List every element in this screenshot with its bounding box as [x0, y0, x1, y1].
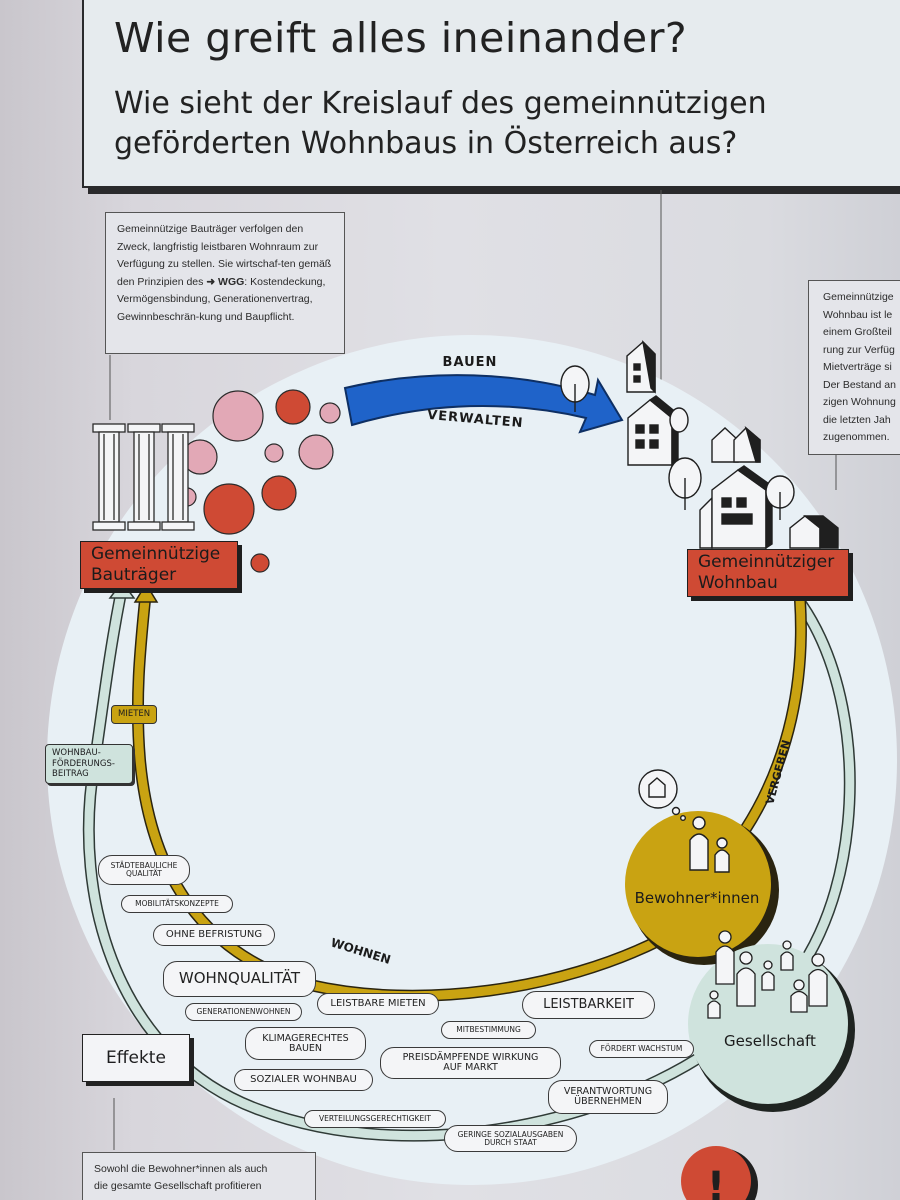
- effect-pill: FÖRDERT WACHSTUM: [589, 1040, 694, 1058]
- effect-pill: GENERATIONENWOHNEN: [185, 1003, 302, 1021]
- effect-pill: VERANTWORTUNG ÜBERNEHMEN: [548, 1080, 668, 1114]
- warning-symbol: !: [707, 1164, 725, 1200]
- info-text: Gemeinnützige Bauträger verfolgen den Zw…: [117, 223, 332, 288]
- arrowhead-gold: [133, 582, 159, 603]
- gesellschaft-label: Gesellschaft: [724, 1032, 816, 1050]
- info-line: rung zur Verfüg: [823, 343, 895, 356]
- info-line: Mietverträge si: [823, 361, 892, 373]
- info-line: Wohnbau ist le: [823, 308, 893, 321]
- info-box-wohnbau: Gemeinnützige Wohnbau ist le einem Großt…: [808, 280, 900, 455]
- tag-mieten: MIETEN: [111, 705, 158, 724]
- tag-foerderung: WOHNBAU- FÖRDERUNGS- BEITRAG: [45, 744, 133, 784]
- node-bautraeger: Gemeinnützige Bauträger: [80, 541, 238, 589]
- effect-pill: MOBILITÄTSKONZEPTE: [121, 895, 233, 913]
- tree-icon: [560, 365, 795, 520]
- title-panel: Wie greift alles ineinander? Wie sieht d…: [82, 0, 900, 188]
- info-line: zugenommen.: [823, 431, 890, 443]
- bottom-line-1: Sowohl die Bewohner*innen als auch: [94, 1163, 268, 1175]
- info-box-bautraeger: Gemeinnützige Bauträger verfolgen den Zw…: [105, 212, 345, 354]
- page-title: Wie greift alles ineinander?: [114, 14, 688, 62]
- info-box-bottom: Sowohl die Bewohner*innen als auch die g…: [82, 1152, 316, 1200]
- effect-pill: GERINGE SOZIALAUSGABEN DURCH STAAT: [444, 1125, 577, 1152]
- effect-pill: LEISTBARKEIT: [522, 991, 655, 1019]
- effect-pill: MITBESTIMMUNG: [441, 1021, 536, 1039]
- thought-bubble-icon: [638, 769, 687, 822]
- effect-pill: KLIMAGERECHTES BAUEN: [245, 1027, 366, 1060]
- effect-pill: STÄDTEBAULICHE QUALITÄT: [98, 855, 190, 885]
- bottom-line-2: die gesamte Gesellschaft profitieren: [94, 1180, 262, 1192]
- effect-pill: WOHNQUALITÄT: [163, 961, 316, 997]
- column-icon: [92, 423, 195, 531]
- person-icon: [707, 930, 828, 1019]
- effect-pill: PREISDÄMPFENDE WIRKUNG AUF MARKT: [380, 1047, 561, 1079]
- node-wohnbau: Gemeinnütziger Wohnbau: [687, 549, 849, 597]
- info-text-2: : Kostendeckung, Vermögensbindung, Gener…: [117, 275, 326, 323]
- effect-pill: OHNE BEFRISTUNG: [153, 924, 275, 946]
- money-bubbles: [177, 389, 341, 573]
- effekte-box: Effekte: [82, 1034, 190, 1082]
- effect-pill: SOZIALER WOHNBAU: [234, 1069, 373, 1091]
- person-icon: [689, 816, 730, 873]
- house-icon: [626, 339, 839, 550]
- info-line: die letzten Jah: [823, 413, 891, 426]
- info-line: zigen Wohnung: [823, 396, 896, 408]
- effect-pill: VERTEILUNGSGERECHTIGKEIT: [304, 1110, 446, 1128]
- bewohner-label: Bewohner*innen: [635, 889, 760, 907]
- label-bauen: BAUEN: [443, 355, 498, 370]
- page-subtitle: Wie sieht der Kreislauf des gemeinnützig…: [114, 86, 767, 161]
- arrowhead-mint: [108, 580, 136, 599]
- info-line: einem Großteil: [823, 326, 892, 338]
- info-line: Der Bestand an: [823, 378, 896, 391]
- arrow-bauen: [343, 374, 624, 434]
- info-line: Gemeinnützige: [823, 291, 894, 303]
- wgg-link[interactable]: ➜ WGG: [206, 275, 245, 288]
- effect-pill: LEISTBARE MIETEN: [317, 993, 439, 1015]
